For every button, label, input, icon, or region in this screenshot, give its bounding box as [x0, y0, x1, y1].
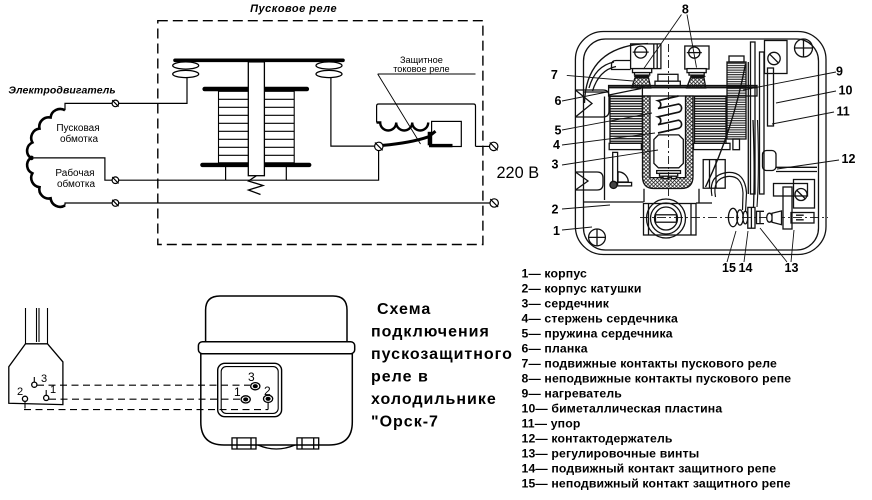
svg-text:холодильнике: холодильнике	[371, 391, 497, 408]
svg-text:220 В: 220 В	[497, 164, 540, 182]
svg-text:токовое реле: токовое реле	[393, 64, 449, 74]
svg-text:9: 9	[836, 65, 843, 79]
svg-text:6: 6	[555, 94, 562, 108]
svg-text:1: 1	[553, 224, 560, 238]
svg-text:7— подвижные контакты пусковог: 7— подвижные контакты пускового реле	[522, 357, 777, 371]
svg-text:обмотка: обмотка	[57, 178, 95, 190]
svg-text:6— планка: 6— планка	[522, 342, 588, 356]
svg-text:13— регулировочные винты: 13— регулировочные винты	[522, 447, 700, 461]
svg-text:Схема: Схема	[377, 301, 431, 318]
svg-text:5: 5	[555, 123, 562, 137]
svg-text:15: 15	[722, 261, 736, 275]
svg-text:2— корпус катушки: 2— корпус катушки	[522, 282, 642, 296]
svg-text:Защитное: Защитное	[400, 55, 443, 65]
svg-text:5— пружина сердечника: 5— пружина сердечника	[522, 327, 673, 341]
svg-text:11: 11	[837, 105, 850, 119]
svg-text:2: 2	[552, 202, 559, 216]
svg-text:10— биметаллическая пластина: 10— биметаллическая пластина	[522, 402, 723, 416]
svg-text:Пусковая: Пусковая	[56, 123, 99, 134]
svg-text:3— сердечник: 3— сердечник	[522, 297, 610, 311]
svg-text:1: 1	[234, 385, 241, 399]
svg-text:12: 12	[842, 152, 856, 166]
svg-text:14: 14	[739, 261, 753, 275]
svg-text:13: 13	[785, 261, 799, 275]
svg-text:Рабочая: Рабочая	[55, 167, 94, 179]
svg-text:1: 1	[50, 384, 56, 396]
svg-text:11— упор: 11— упор	[522, 417, 581, 431]
svg-text:10: 10	[839, 84, 853, 98]
svg-text:15— неподвижный контакт защитн: 15— неподвижный контакт защитного репе	[522, 477, 791, 491]
svg-text:14— подвижный контакт защитног: 14— подвижный контакт защитного репе	[522, 462, 777, 476]
svg-text:3: 3	[41, 373, 47, 385]
svg-text:4— стержень сердечника: 4— стержень сердечника	[522, 312, 678, 326]
svg-text:"Орск-7: "Орск-7	[371, 414, 439, 431]
svg-text:1— корпус: 1— корпус	[522, 267, 588, 281]
svg-text:7: 7	[551, 68, 558, 82]
svg-text:2: 2	[17, 386, 23, 398]
svg-text:Электродвигатель: Электродвигатель	[8, 85, 115, 97]
svg-text:8— неподвижные контакты пусков: 8— неподвижные контакты пускового репе	[522, 372, 792, 386]
svg-text:12— контактодержатель: 12— контактодержатель	[522, 432, 673, 446]
svg-text:2: 2	[264, 384, 271, 398]
svg-text:8: 8	[682, 2, 689, 16]
svg-text:пускозащитного: пускозащитного	[371, 346, 513, 363]
svg-text:4: 4	[553, 138, 560, 152]
svg-text:подключения: подключения	[371, 324, 490, 341]
svg-text:3: 3	[552, 157, 559, 171]
svg-text:Пусковое реле: Пусковое реле	[250, 3, 337, 15]
svg-text:обмотка: обмотка	[60, 133, 98, 145]
svg-text:9— нагреватель: 9— нагреватель	[522, 387, 623, 401]
svg-text:3: 3	[248, 370, 255, 384]
svg-text:реле в: реле в	[371, 369, 429, 386]
